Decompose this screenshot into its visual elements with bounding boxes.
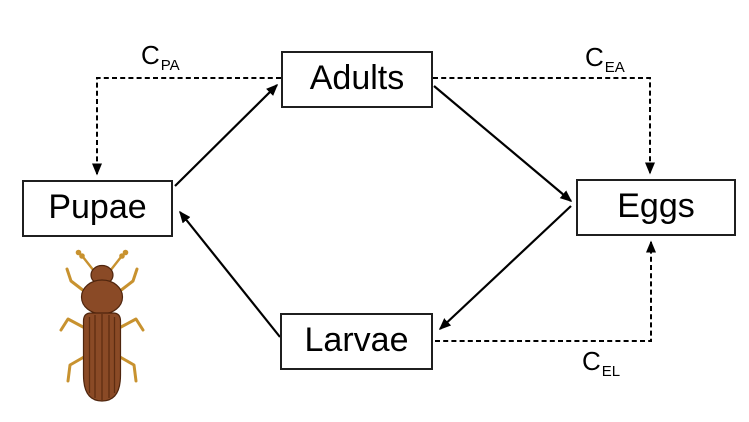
arrow-eggs-to-larvae: [438, 205, 572, 331]
node-eggs-label: Eggs: [617, 186, 695, 225]
node-larvae: Larvae: [280, 313, 433, 370]
node-pupae-label: Pupae: [48, 187, 147, 226]
cel-subscript: EL: [601, 363, 621, 380]
cea-subscript: EA: [604, 59, 625, 76]
cpa-base: C: [141, 40, 160, 70]
cpa-subscript: PA: [160, 57, 180, 74]
beetle-antennae: [75, 249, 129, 273]
node-adults-label: Adults: [309, 58, 405, 97]
cannibalism-arrow-cel-larvae-to-eggs: [435, 240, 656, 342]
node-pupae: Pupae: [22, 180, 173, 237]
arrow-larvae-to-pupae: [179, 210, 281, 338]
arrow-adults-to-eggs: [433, 85, 573, 202]
cannibalism-label-cel: CEL: [582, 346, 620, 379]
beetle-pronotum: [80, 279, 124, 315]
cea-base: C: [585, 42, 604, 72]
beetle-legs: [59, 267, 145, 383]
arrow-pupae-to-adults: [174, 83, 279, 187]
red-flour-beetle-icon: [59, 249, 145, 402]
cannibalism-arrow-cpa-adults-to-pupae: [92, 77, 281, 176]
node-larvae-label: Larvae: [304, 320, 409, 359]
cel-base: C: [582, 346, 601, 376]
node-eggs: Eggs: [576, 179, 736, 236]
beetle-elytra-stripes: [88, 314, 116, 400]
cannibalism-label-cea: CEA: [585, 42, 625, 75]
cannibalism-label-cpa: CPA: [141, 40, 180, 73]
cannibalism-arrow-cea-adults-to-eggs: [433, 77, 655, 175]
node-adults: Adults: [281, 51, 433, 108]
beetle-body: [80, 264, 124, 402]
